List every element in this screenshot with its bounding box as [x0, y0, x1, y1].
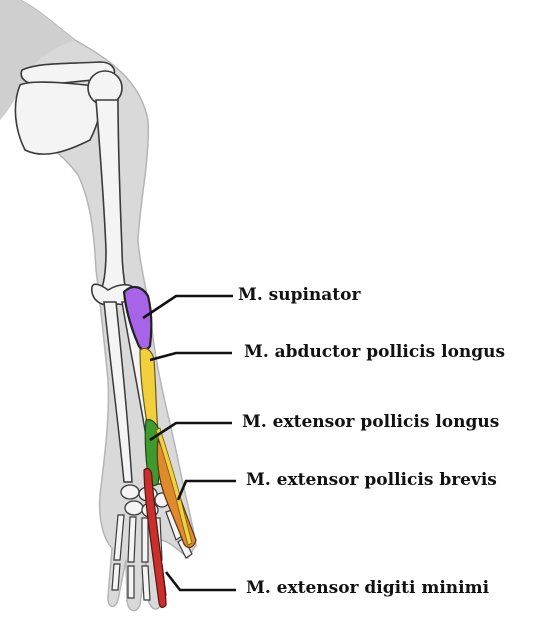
abductor-tendon: [155, 427, 193, 546]
label-extensor-pollicis-longus: M. extensor pollicis longus: [242, 412, 500, 432]
label-abductor-pollicis-longus: M. abductor pollicis longus: [244, 342, 506, 362]
extensor-digiti-minimi-muscle: [143, 467, 167, 609]
abductor-pollicis-longus-leader: [149, 351, 232, 362]
label-extensor-pollicis-brevis: M. extensor pollicis brevis: [246, 470, 497, 490]
hand-bones: [111, 509, 193, 601]
extensor-digiti-minimi-leader: [164, 571, 236, 592]
extensor-pollicis-brevis-leader: [176, 479, 236, 501]
label-extensor-digiti-minimi: M. extensor digiti minimi: [246, 578, 490, 598]
extensor-pollicis-longus-leader: [149, 421, 232, 442]
ulna-bone: [103, 301, 133, 483]
label-supinator: M. supinator: [238, 285, 361, 305]
leader-lines: [142, 294, 236, 592]
supinator-muscle: [122, 286, 153, 351]
supinator-leader: [142, 294, 233, 320]
scapula-bone: [14, 81, 102, 155]
